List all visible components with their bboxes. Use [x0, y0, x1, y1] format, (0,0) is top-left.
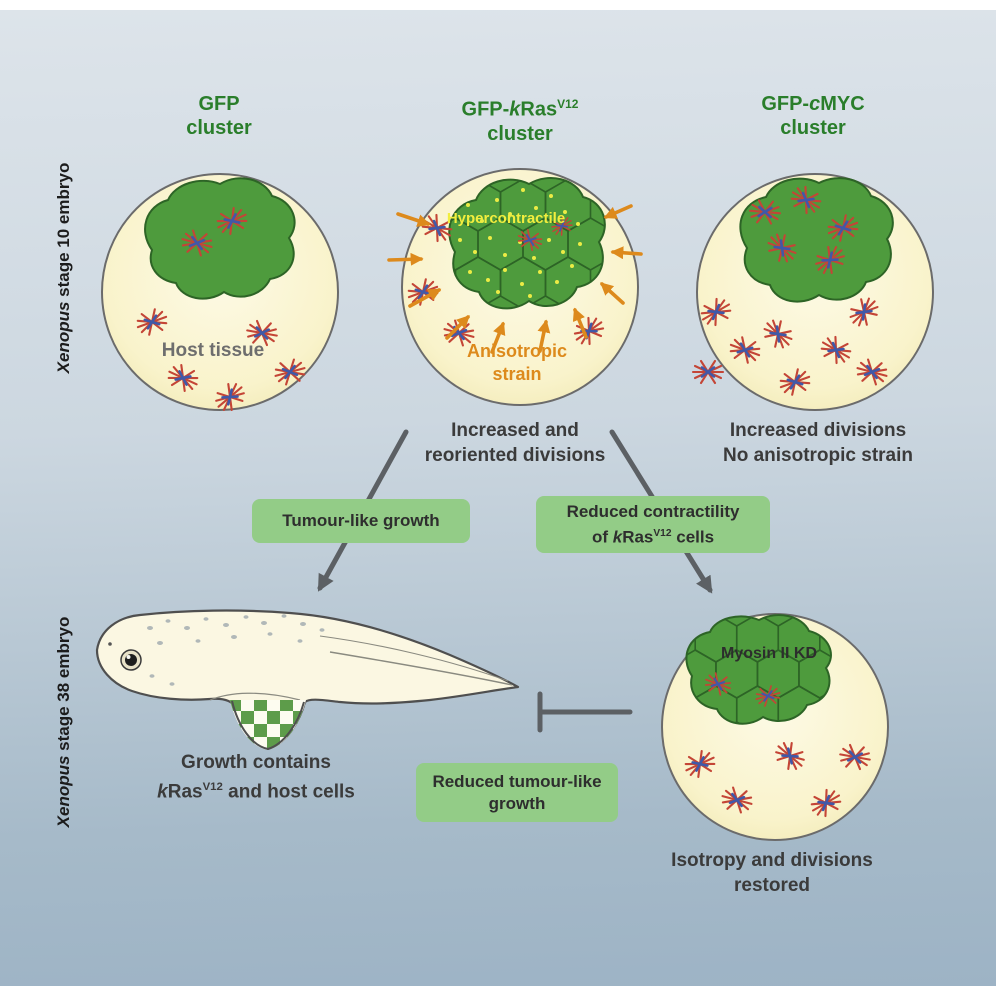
kras-title-sup: V12 — [557, 97, 579, 111]
panel-title-cmyc: GFP-cMYC cluster — [761, 92, 864, 140]
kras-title-gene: Ras — [520, 98, 558, 121]
tadpole-caption-rest: and host cells — [222, 781, 355, 803]
box-reduced-tumour-line2: growth — [488, 793, 546, 813]
embryo-cmyc — [691, 173, 934, 411]
caption-kras-line2: reoriented divisions — [424, 445, 606, 466]
kras-title-italic: k — [509, 98, 521, 121]
panel-title-gfp: GFP cluster — [186, 92, 252, 140]
isotropy-caption: Isotropy and divisions restored — [671, 848, 873, 898]
tadpole-caption-gene: Ras — [167, 781, 203, 803]
tadpole-speckles — [147, 614, 325, 686]
anisotropic-line2: strain — [492, 364, 542, 384]
panel-title-gfp-line2: cluster — [186, 117, 252, 139]
box-tumour-like-growth: Tumour-like growth — [252, 499, 470, 543]
panel-title-kras: GFP-kRasV12 cluster — [462, 92, 579, 146]
box-reduced-contractility-line2: of kRasV12 cells — [592, 523, 714, 549]
tadpole-caption: Growth contains kRasV12 and host cells — [157, 750, 355, 804]
tadpole-caption-italic: k — [157, 781, 168, 803]
host-tissue-label: Host tissue — [161, 340, 265, 361]
myosin-cluster-blob — [685, 614, 832, 725]
caption-cmyc-line1: Increased divisions — [729, 420, 907, 441]
box-reduced-contractility-line1: Reduced contractility — [566, 501, 740, 521]
side-label-stage38: Xenopus stage 38 embryo — [54, 617, 74, 828]
tadpole-nostril — [108, 642, 112, 646]
contractility-sup: V12 — [653, 527, 672, 539]
myosin-kd-label: Myosin II KD — [720, 645, 818, 662]
panel-title-kras-line2: cluster — [487, 122, 553, 145]
isotropy-caption-line2: restored — [733, 875, 811, 896]
box-reduced-contractility: Reduced contractility of kRasV12 cells — [536, 496, 770, 553]
tadpole-caption-line1: Growth contains — [181, 752, 331, 773]
side-label-stage38-rest: stage 38 embryo — [54, 616, 73, 756]
gfp-cluster-blob — [144, 177, 296, 300]
contractility-italic: k — [612, 527, 623, 547]
cmyc-cluster-blob — [739, 177, 894, 303]
caption-kras-line1: Increased and — [451, 420, 579, 441]
isotropy-caption-line1: Isotropy and divisions — [671, 850, 873, 871]
cmyc-title-gene: MYC — [820, 93, 865, 115]
anisotropic-strain-arrows — [387, 204, 643, 354]
tadpole-illustration — [95, 609, 520, 751]
caption-cmyc-line2: No anisotropic strain — [722, 445, 914, 466]
box-reduced-tumour-growth: Reduced tumour-like growth — [416, 763, 618, 822]
side-label-stage38-species: Xenopus — [54, 755, 73, 828]
tadpole-caption-line2: kRasV12 and host cells — [157, 775, 355, 804]
panel-title-cmyc-line1: GFP-cMYC — [761, 92, 864, 116]
panel-title-gfp-line1: GFP — [198, 93, 240, 115]
contractility-pre: of — [591, 527, 613, 547]
tadpole-caption-sup: V12 — [202, 781, 223, 793]
anisotropic-strain-label: Anisotropic strain — [467, 340, 567, 386]
embryo-gfp — [101, 173, 339, 417]
contractility-gene: Ras — [622, 527, 654, 547]
panel-title-cmyc-line2: cluster — [780, 117, 846, 139]
side-label-stage10-species: Xenopus — [54, 301, 73, 374]
inhibition-bar — [537, 691, 633, 733]
embryo-kras — [387, 168, 643, 406]
box-tumour-like-growth-label: Tumour-like growth — [282, 511, 440, 530]
hypercontractile-label: Hypercontractile — [446, 210, 566, 227]
caption-kras-divisions: Increased and reoriented divisions — [425, 418, 606, 468]
gut-checker-pattern — [230, 700, 306, 750]
cmyc-title-italic: c — [809, 93, 821, 115]
contractility-post: cells — [671, 527, 715, 547]
embryo-myosin-kd — [661, 613, 889, 841]
caption-cmyc-divisions: Increased divisions No anisotropic strai… — [723, 418, 913, 468]
side-label-stage10: Xenopus stage 10 embryo — [54, 163, 74, 374]
cmyc-title-prefix: GFP- — [761, 93, 810, 115]
panel-title-kras-line1: GFP-kRasV12 — [462, 92, 579, 122]
kras-title-prefix: GFP- — [461, 98, 510, 121]
side-label-stage10-rest: stage 10 embryo — [54, 162, 73, 302]
mitotic-spindle-icon — [691, 359, 725, 385]
box-reduced-tumour-line1: Reduced tumour-like — [432, 771, 602, 791]
anisotropic-line1: Anisotropic — [466, 341, 568, 361]
